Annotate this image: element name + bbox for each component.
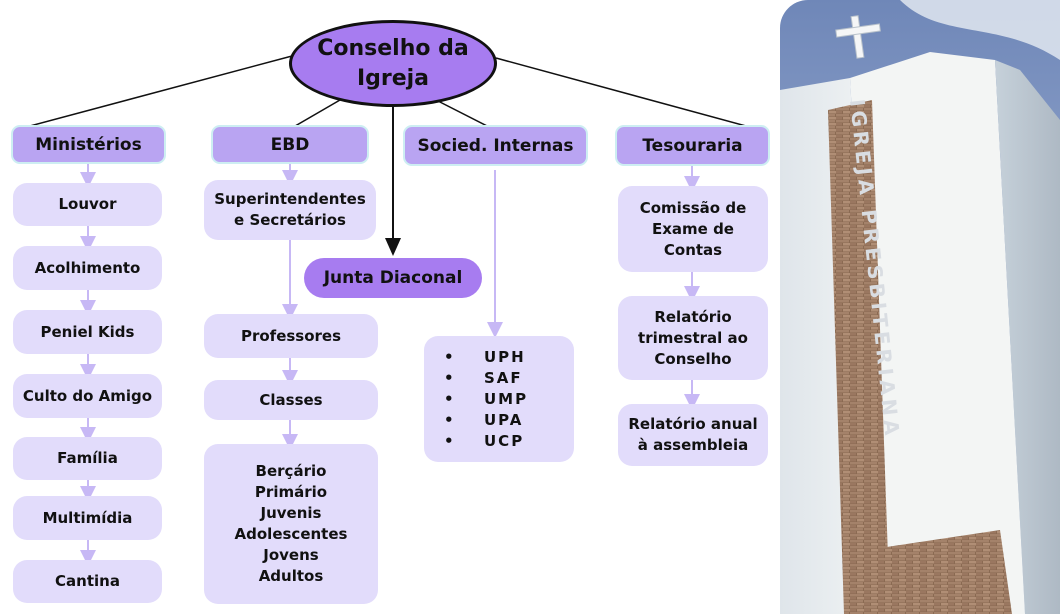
sociedade-label: UPH — [484, 347, 526, 366]
ministerio-item-label: Família — [57, 449, 118, 467]
sociedade-label: UCP — [484, 431, 525, 450]
list-item: • UMP — [424, 389, 528, 410]
sociedades-list: • UPH • SAF • UMP • UPA • UCP — [424, 336, 574, 462]
ebd-classes-label: Classes — [259, 390, 323, 409]
header-tesouraria: Tesouraria — [615, 125, 770, 166]
bullet-icon: • — [444, 347, 456, 366]
ministerio-item-label: Multimídia — [42, 508, 133, 527]
bullet-icon: • — [444, 410, 456, 429]
ebd-class-name: Adolescentes — [234, 525, 348, 543]
ebd-class-name: Jovens — [263, 546, 319, 564]
ebd-superintendentes: Superintendentes e Secretários — [204, 180, 376, 240]
ministerio-item: Cantina — [13, 560, 162, 603]
ebd-classes: Classes — [204, 380, 378, 420]
header-ministerios: Ministérios — [11, 125, 166, 164]
list-item: • UPH — [424, 347, 528, 368]
ebd-class-name: Juvenis — [260, 504, 322, 522]
church-tower-illustration: IGREJA PRESBITERIANA — [780, 0, 1060, 614]
ministerio-item: Multimídia — [13, 496, 162, 540]
tesouraria-trimestral-line: Conselho — [654, 349, 732, 368]
junta-diaconal-node: Junta Diaconal — [304, 258, 482, 298]
list-item: • SAF — [424, 368, 528, 389]
tesouraria-comissao-line: Comissão de — [639, 198, 747, 217]
tesouraria-anual: Relatório anual à assembleia — [618, 404, 768, 466]
list-item: • UPA — [424, 410, 528, 431]
tesouraria-trimestral-line: Relatório — [654, 307, 732, 326]
ministerio-item-label: Louvor — [58, 195, 117, 213]
tesouraria-trimestral: Relatório trimestral ao Conselho — [618, 296, 768, 380]
header-ministerios-label: Ministérios — [35, 134, 142, 155]
sociedade-label: UPA — [484, 410, 524, 429]
church-tower-photo: IGREJA PRESBITERIANA — [780, 0, 1060, 614]
tesouraria-anual-line: Relatório anual — [628, 415, 758, 433]
ebd-class-name: Primário — [254, 483, 328, 501]
bullet-icon: • — [444, 389, 456, 408]
bullet-icon: • — [444, 368, 456, 387]
ebd-class-name: Adultos — [258, 567, 324, 585]
ebd-superintendentes-line2: e Secretários — [234, 211, 346, 229]
tesouraria-comissao: Comissão de Exame de Contas — [618, 186, 768, 272]
header-ebd: EBD — [211, 125, 369, 164]
ministerio-item-label: Acolhimento — [34, 258, 141, 277]
root-label-line1: Conselho da — [317, 35, 469, 61]
ministerio-item-label: Cantina — [55, 572, 120, 590]
tesouraria-comissao-line: Exame de — [652, 219, 734, 238]
ebd-professores: Professores — [204, 314, 378, 358]
header-ebd-label: EBD — [270, 134, 310, 155]
ebd-class-name: Berçário — [255, 462, 327, 480]
sociedade-label: SAF — [484, 368, 523, 387]
header-sociedades-label: Socied. Internas — [417, 135, 574, 156]
tesouraria-comissao-line: Contas — [663, 240, 723, 259]
tesouraria-trimestral-line: trimestral ao — [638, 328, 748, 347]
ministerio-item: Louvor — [13, 183, 162, 226]
tesouraria-anual-line: à assembleia — [637, 436, 749, 454]
ministerio-item: Peniel Kids — [13, 310, 162, 354]
ministerio-item-label: Culto do Amigo — [22, 386, 153, 405]
ebd-professores-label: Professores — [240, 326, 342, 345]
ebd-superintendentes-line1: Superintendentes — [214, 190, 366, 208]
header-sociedades: Socied. Internas — [403, 125, 588, 166]
ministerio-item: Família — [13, 437, 162, 480]
junta-diaconal-label: Junta Diaconal — [323, 268, 463, 288]
ministerio-item-label: Peniel Kids — [40, 322, 135, 341]
connector-lines — [14, 55, 769, 566]
root-node: Conselho da Igreja — [289, 20, 497, 107]
ebd-class-list: Berçário Primário Juvenis Adolescentes J… — [204, 444, 378, 604]
ministerio-item: Acolhimento — [13, 246, 162, 290]
sociedade-label: UMP — [484, 389, 529, 408]
header-tesouraria-label: Tesouraria — [642, 135, 743, 156]
bullet-icon: • — [444, 431, 456, 450]
ministerio-item: Culto do Amigo — [13, 374, 162, 418]
root-label-line2: Igreja — [356, 65, 430, 91]
list-item: • UCP — [424, 431, 528, 452]
